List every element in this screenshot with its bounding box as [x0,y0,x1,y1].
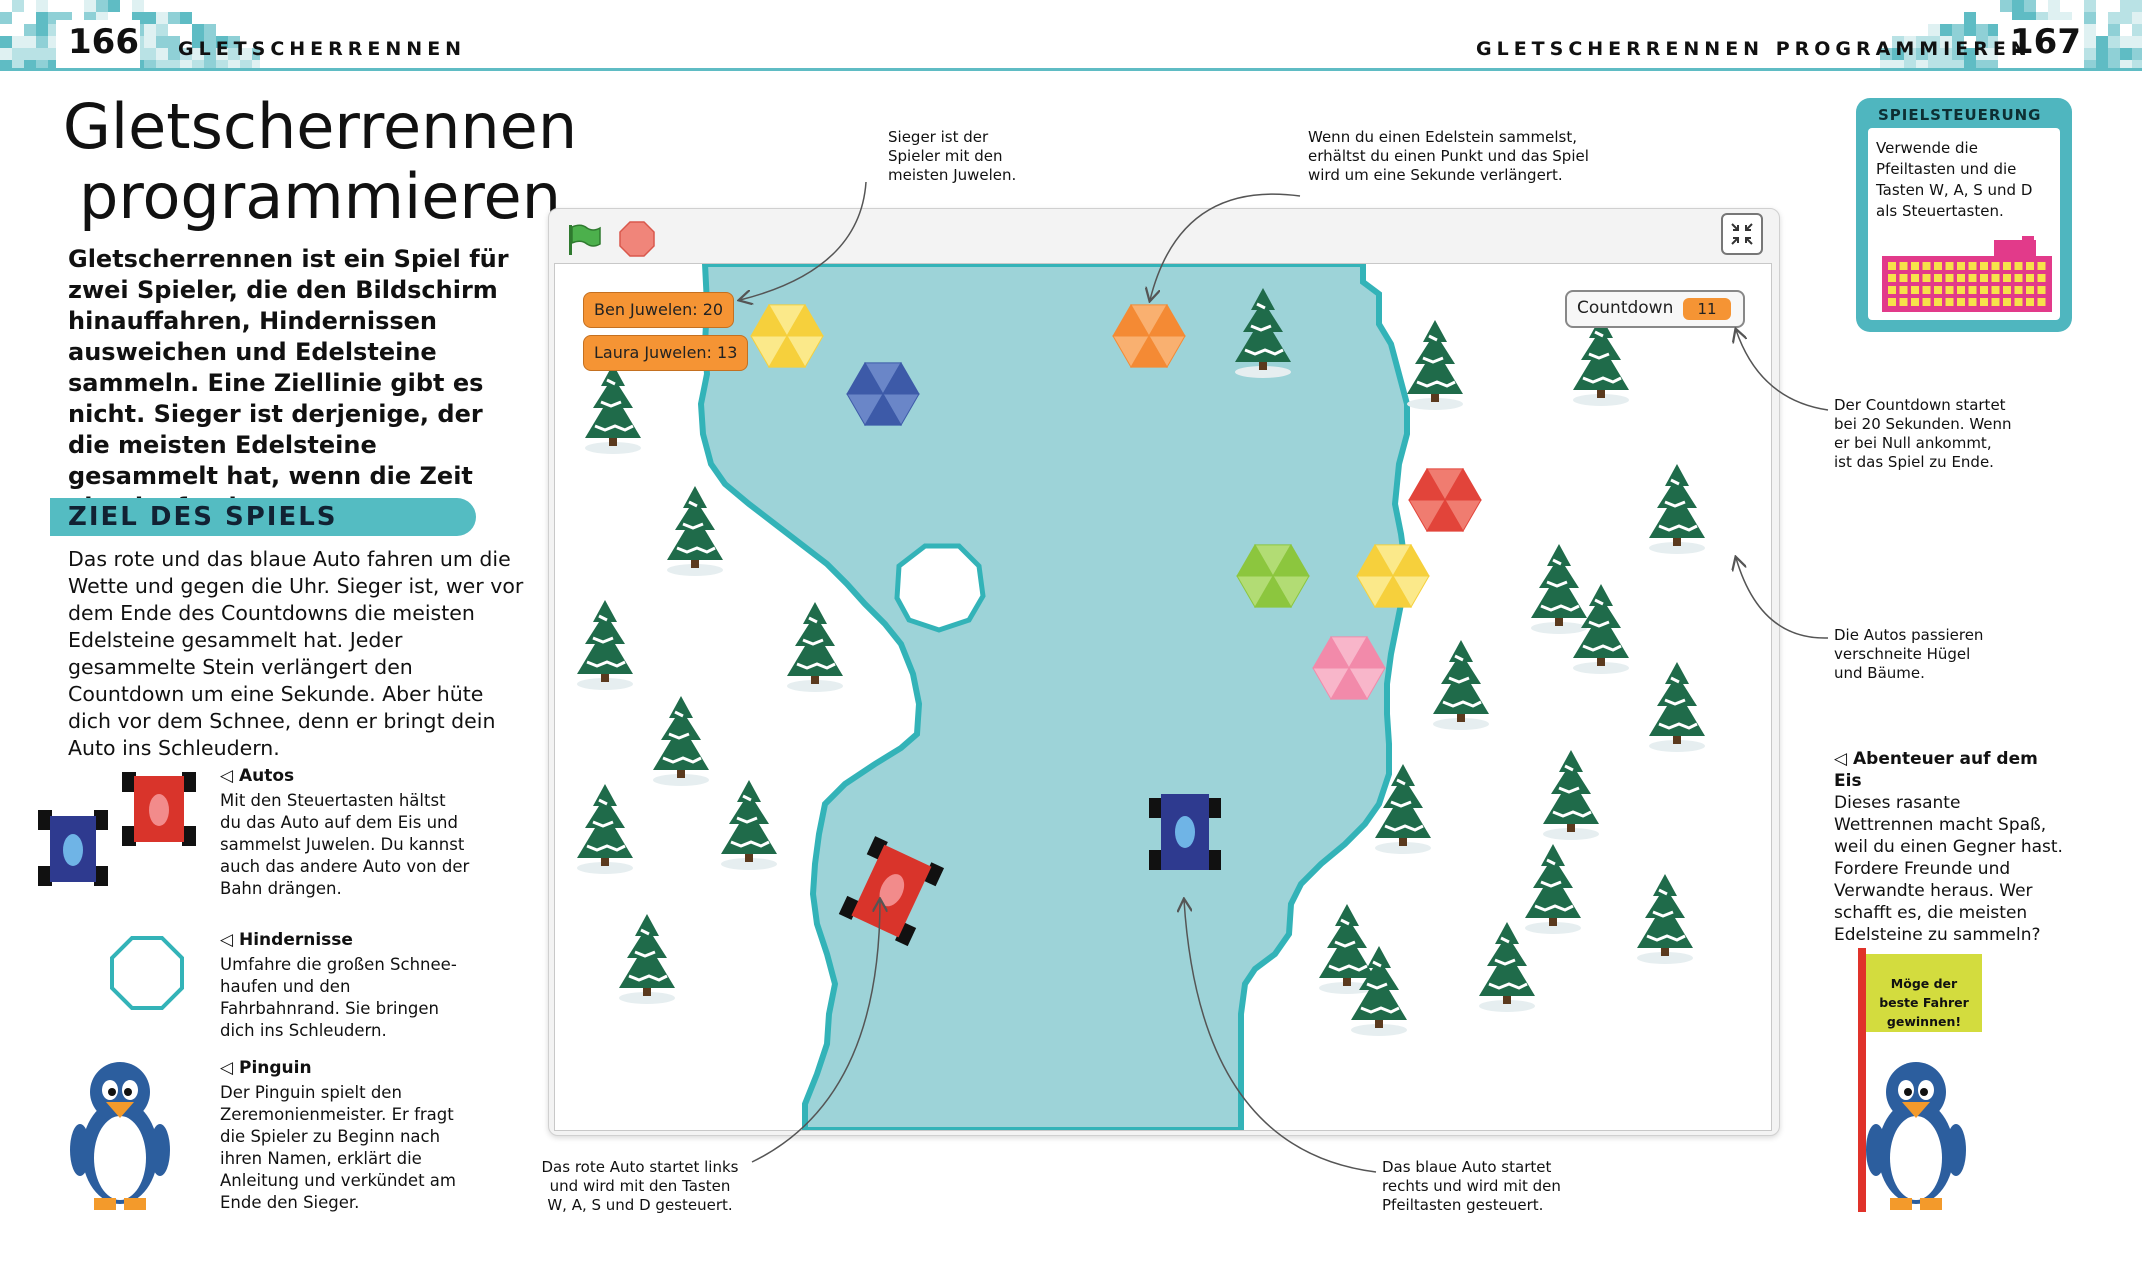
pine-tree-icon [1531,544,1587,634]
red-car-icon [122,772,196,846]
controls-box: SPIELSTEUERUNG Verwende die Pfeiltasten … [1856,98,2072,332]
page-title-line-1: Gletscherrennen [60,92,580,162]
pine-tree-icon [1543,750,1599,840]
countdown-label: Countdown [1577,298,1673,318]
cars-illustration [36,768,206,892]
game-screen: Ben Juwelen: 20 Laura Juwelen: 13 Countd… [554,263,1772,1131]
goal-heading: ZIEL DES SPIELS [68,502,338,532]
controls-heading: SPIELSTEUERUNG [1878,106,2042,124]
green-flag-icon [563,219,603,259]
keyboard-icon [1882,236,2052,312]
ben-gems-monitor: Ben Juwelen: 20 [583,292,734,328]
pine-tree-icon [787,602,843,692]
green-flag-button[interactable] [563,219,603,259]
controls-card: Verwende die Pfeiltasten und die Tasten … [1868,128,2060,320]
pine-tree-icon [1637,874,1693,964]
pine-tree-icon [1573,316,1629,406]
adventure-heading: ◁ Abenteuer auf dem Eis [1834,748,2064,792]
header-rule [0,68,2142,71]
pine-tree-icon [1433,640,1489,730]
penguin-icon [70,1054,170,1214]
pine-tree-icon [1649,464,1705,554]
pine-tree-icon [1525,844,1581,934]
annotation-red-car: Das rote Auto startet links und wird mit… [540,1158,740,1215]
pine-tree-icon [577,784,633,874]
controls-text: Verwende die Pfeiltasten und die Tasten … [1876,138,2054,222]
pine-tree-icon [585,364,641,454]
annotation-hills: Die Autos passieren verschneite Hügel un… [1834,626,1994,683]
running-head-right: GLETSCHERRENNEN PROGRAMMIEREN [1476,38,2032,60]
stop-button[interactable] [617,219,657,259]
pine-tree-icon [1649,662,1705,752]
annotation-winner: Sieger ist der Spieler mit den meisten J… [888,128,1028,185]
page-title-line-2: programmieren [60,162,580,232]
pine-tree-icon [619,914,675,1004]
intro-paragraph: Gletscherrennen ist ein Spiel für zwei S… [68,244,528,523]
adventure-box: ◁ Abenteuer auf dem Eis Dieses rasante W… [1834,748,2064,946]
pine-tree-icon [667,486,723,576]
ice-track [701,264,1407,1130]
page-number-right: 167 [2010,22,2081,62]
page-title: Gletscherrennen programmieren [60,92,580,232]
goal-heading-bar: ZIEL DES SPIELS [50,498,476,536]
annotation-blue-car: Das blaue Auto startet rechts und wird m… [1382,1158,1572,1215]
flag-text: Möge der beste Fahrer gewinnen! [1872,974,1976,1031]
laura-gems-monitor: Laura Juwelen: 13 [583,335,748,371]
page-number-left: 166 [68,22,139,62]
pine-tree-icon [1479,922,1535,1012]
item-text-obstacles: Umfahre die großen Schnee­haufen und den… [220,954,470,1042]
penguin-with-flag-icon [1866,1054,1966,1214]
pine-tree-icon [577,600,633,690]
pine-tree-icon [653,696,709,786]
item-heading-cars: ◁ Autos [220,766,294,786]
stop-icon [617,219,657,259]
collapse-icon [1723,215,1761,253]
gem-icon [1409,469,1481,531]
flag-pole [1858,948,1866,1212]
running-head-left: GLETSCHERRENNEN [178,38,466,60]
adventure-text: Dieses rasante Wettrennen macht Spaß, we… [1834,792,2064,946]
blue-car-icon [38,810,108,886]
countdown-value: 11 [1683,298,1731,320]
snow-obstacle-icon [108,934,186,1012]
goal-paragraph: Das rote und das blaue Auto fahren um di… [68,546,528,762]
annotation-countdown: Der Countdown startet bei 20 Sekunden. W… [1834,396,2014,472]
pine-tree-icon [1407,320,1463,410]
item-text-penguin: Der Pinguin spielt den Zeremonienmeister… [220,1082,470,1214]
flag-banner: Möge der beste Fahrer gewinnen! [1866,954,1982,1032]
item-text-cars: Mit den Steuertasten hältst du das Auto … [220,790,470,900]
snow-heap-obstacle [897,546,983,630]
fullscreen-toggle-button[interactable] [1721,213,1763,255]
item-heading-obstacles: ◁ Hindernisse [220,930,353,950]
item-heading-penguin: ◁ Pinguin [220,1058,312,1078]
countdown-monitor: Countdown 11 [1565,290,1745,328]
annotation-gem: Wenn du einen Edelstein sammelst, erhält… [1308,128,1598,185]
pine-tree-icon [721,780,777,870]
